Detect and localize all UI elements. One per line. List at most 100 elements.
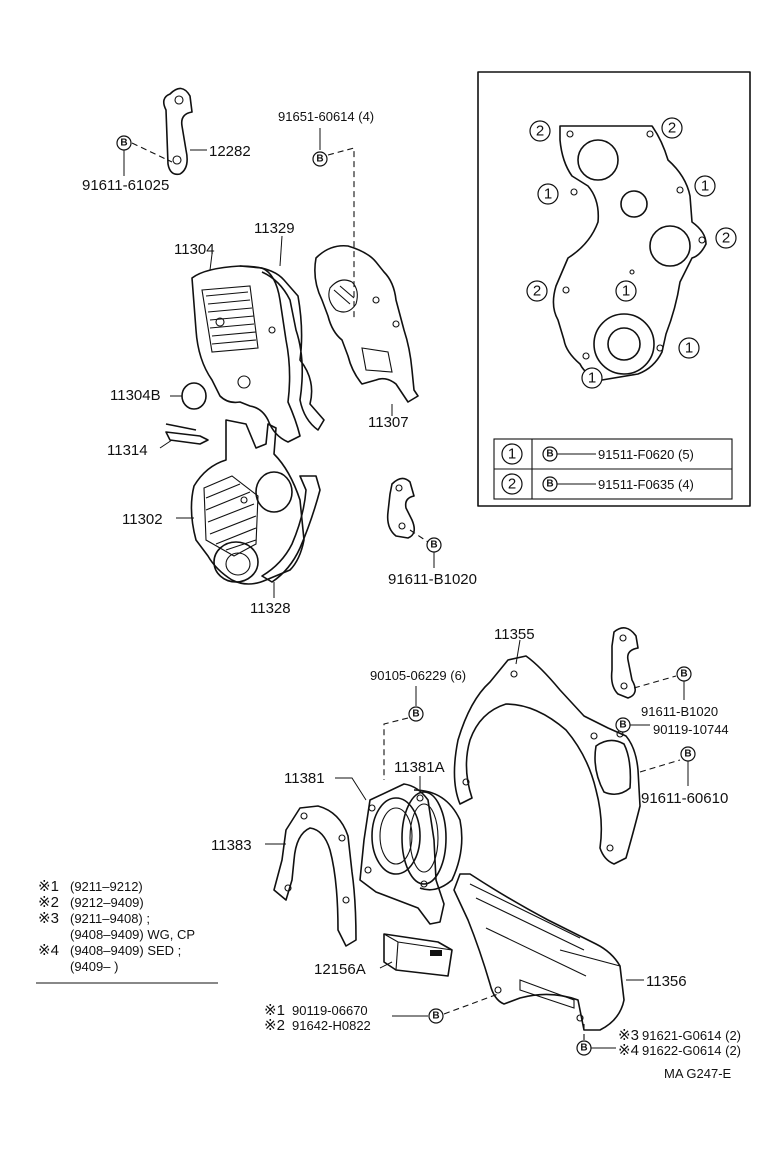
bolt-marker: B xyxy=(426,537,442,553)
label-91611-61025: 91611-61025 xyxy=(82,177,169,194)
notes-legend: ※1 (9211–9212) ※2 (9212–9409) ※3 (9211–9… xyxy=(36,878,218,984)
bolt-table-row-2: 2 B 91511-F0635 (4) xyxy=(501,473,694,495)
callout-text: 2 xyxy=(722,230,730,247)
callout-1: 1 xyxy=(694,175,716,197)
diagram-code: MA G247-E xyxy=(664,1066,732,1081)
stopper-12156a xyxy=(379,933,453,977)
callout-2: 2 xyxy=(526,280,548,302)
engine-hanger-middle xyxy=(386,477,429,543)
callout-text: 1 xyxy=(685,340,693,357)
bolt-marker: B xyxy=(428,1008,444,1024)
bolt-marker: B xyxy=(116,135,132,151)
bolt-marker-text: B xyxy=(120,138,127,149)
note-mark: ※1 xyxy=(38,878,59,895)
callout-text: 2 xyxy=(668,120,676,137)
label-11356: 11356 xyxy=(646,973,687,990)
mark-2: ※2 xyxy=(264,1017,285,1034)
label-91611-60610: 91611-60610 xyxy=(641,790,728,807)
cover-gasket-11329 xyxy=(239,265,325,431)
bolt-table: 1 B 91511-F0620 (5) 2 B 91511-F0635 (4) xyxy=(493,438,733,500)
note-mark: ※2 xyxy=(38,894,59,911)
callout-2: 2 xyxy=(661,117,683,139)
callout-1: 1 xyxy=(678,337,700,359)
label-90119-10744: 90119-10744 xyxy=(653,722,729,737)
bolt-marker: B xyxy=(312,151,328,167)
note-text: (9409– ) xyxy=(70,959,118,974)
oil-seal-11381a xyxy=(401,789,463,891)
label-91622-g0614: 91622-G0614 (2) xyxy=(642,1043,741,1058)
guide-11314 xyxy=(159,423,209,449)
detail-inset: 2 2 1 1 2 2 1 1 1 1 B 91511-F0620 (5) 2 xyxy=(477,71,751,507)
callout-2: 2 xyxy=(715,227,737,249)
label-11304b: 11304B xyxy=(110,387,161,404)
callout-text: 1 xyxy=(544,186,552,203)
bolt-table-row-1: 1 B 91511-F0620 (5) xyxy=(501,443,694,465)
label-11383: 11383 xyxy=(211,837,252,854)
bolt-marker-text: B xyxy=(580,1043,587,1054)
gasket-11383 xyxy=(273,805,357,947)
bolt-marker-text: B xyxy=(430,540,437,551)
note-text: (9211–9212) xyxy=(70,879,143,894)
table-bolt: B xyxy=(546,479,553,490)
label-11304: 11304 xyxy=(174,241,215,258)
table-part-number: 91511-F0635 (4) xyxy=(598,477,694,492)
label-11381: 11381 xyxy=(284,770,325,787)
label-12282: 12282 xyxy=(209,143,251,160)
note-text: (9408–9409) SED ; xyxy=(70,943,181,958)
bolt-marker: B xyxy=(615,717,631,733)
callout-text: 1 xyxy=(588,370,596,387)
mark-4: ※4 xyxy=(618,1042,639,1059)
plug-11304b xyxy=(170,382,207,410)
label-11329: 11329 xyxy=(254,220,295,237)
callout-1: 1 xyxy=(537,183,559,205)
oil-seal-retainer-11381 xyxy=(359,783,445,925)
callout-2: 2 xyxy=(529,120,551,142)
bolt-marker-text: B xyxy=(680,669,687,680)
bolt-marker: B xyxy=(680,746,696,762)
label-11307: 11307 xyxy=(368,414,409,431)
label-11355: 11355 xyxy=(494,626,535,643)
label-12156a: 12156A xyxy=(314,961,366,978)
cover-gasket-11328 xyxy=(261,475,321,583)
engine-hanger-12282 xyxy=(131,87,207,176)
label-90119-06670: 90119-06670 xyxy=(292,1003,368,1018)
table-part-number: 91511-F0620 (5) xyxy=(598,447,694,462)
timing-belt-cover-11304 xyxy=(191,265,301,443)
note-mark: ※3 xyxy=(38,910,59,927)
label-11381a: 11381A xyxy=(394,759,445,776)
bolt-marker-text: B xyxy=(432,1011,439,1022)
mark-3: ※3 xyxy=(618,1027,639,1044)
timing-belt-cover-11302 xyxy=(190,419,305,585)
label-90105-06229: 90105-06229 (6) xyxy=(370,668,466,683)
label-11314: 11314 xyxy=(107,442,148,459)
bolt-marker-text: B xyxy=(412,709,419,720)
timing-belt-plate-11355 xyxy=(453,655,641,865)
bolt-marker-text: B xyxy=(684,749,691,760)
callout-text: 1 xyxy=(701,178,709,195)
callout-text: 2 xyxy=(533,283,541,300)
label-91611-b1020-a: 91611-B1020 xyxy=(388,571,477,588)
label-91611-b1020-b: 91611-B1020 xyxy=(641,704,718,719)
bolt-marker-text: B xyxy=(619,720,626,731)
callout-text: 1 xyxy=(622,283,630,300)
label-91621-g0614: 91621-G0614 (2) xyxy=(642,1028,741,1043)
callout-1: 1 xyxy=(615,280,637,302)
bolt-marker-text: B xyxy=(316,154,323,165)
note-text: (9211–9408) ; xyxy=(70,911,150,926)
label-91642-h0822: 91642-H0822 xyxy=(292,1018,371,1033)
engine-hanger-right xyxy=(610,627,677,699)
note-text: (9408–9409) WG, CP xyxy=(70,927,195,942)
timing-belt-cover-11307 xyxy=(314,244,419,403)
label-91651-60614: 91651-60614 (4) xyxy=(278,109,374,124)
callout-text: 2 xyxy=(536,123,544,140)
bolt-marker: B xyxy=(576,1040,592,1056)
label-11328: 11328 xyxy=(250,600,291,617)
note-text: (9212–9409) xyxy=(70,895,144,910)
mark-1: ※1 xyxy=(264,1002,285,1019)
label-11302: 11302 xyxy=(122,511,163,528)
table-key: 1 xyxy=(508,446,516,463)
bolt-marker: B xyxy=(408,706,424,722)
table-key: 2 xyxy=(508,476,516,493)
table-bolt: B xyxy=(546,449,553,460)
